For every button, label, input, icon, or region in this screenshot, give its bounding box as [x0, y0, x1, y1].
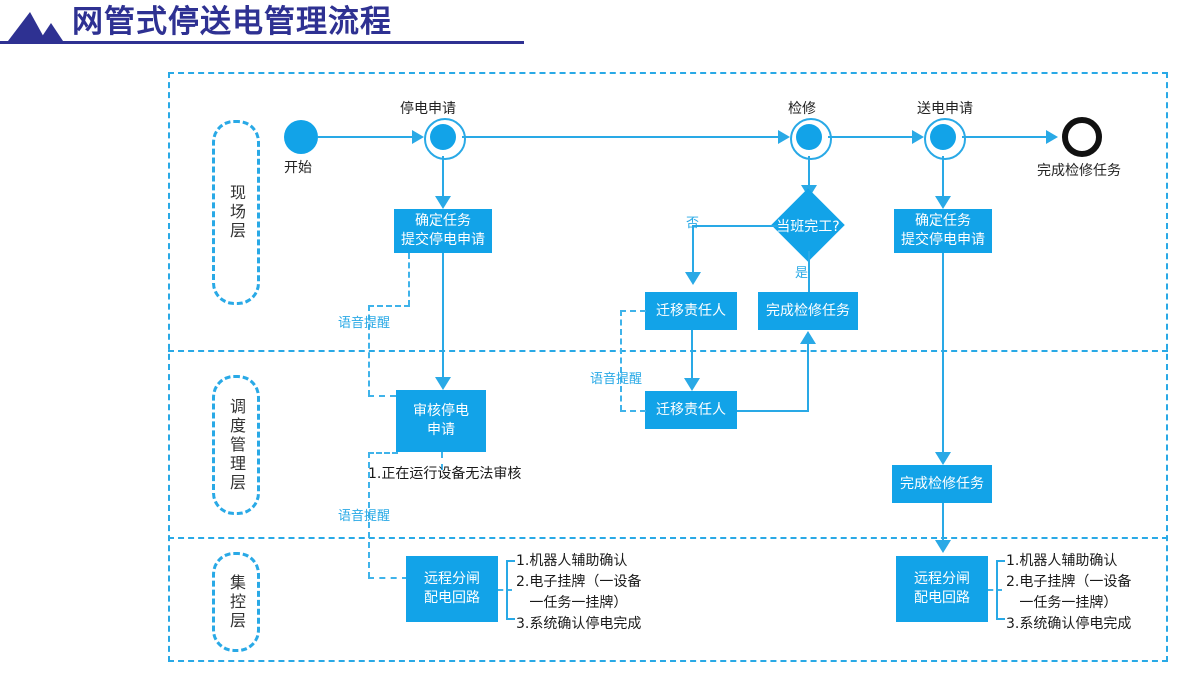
remote-open-left-note-connector [498, 589, 512, 591]
header-underline [0, 41, 524, 44]
arrow-transfer-site-to-dispatch [684, 378, 700, 391]
edge-transfer-to-complete-h [737, 410, 809, 412]
arrow-task-to-review [435, 377, 451, 390]
task-submit-right-box[interactable]: 确定任务 提交停电申请 [894, 209, 992, 253]
arrow-start-to-outage [412, 130, 424, 144]
voice-reminder-1-stub [408, 253, 410, 306]
arrow-right-task-to-complete [935, 452, 951, 465]
voice-reminder-2-enter [368, 577, 408, 579]
remote-open-right-box[interactable]: 远程分闸 配电回路 [896, 556, 988, 622]
arrow-power-down [935, 196, 951, 209]
page-title: 网管式停送电管理流程 [72, 4, 392, 40]
voice-reminder-2-vertical [368, 452, 370, 578]
edge-power-to-end [962, 136, 1050, 138]
lane-label-site: 现场层 [212, 120, 260, 305]
decision-yes-label: 是 [795, 266, 809, 281]
remote-open-left-box[interactable]: 远程分闸 配电回路 [406, 556, 498, 622]
decision-shift-label: 当班完工? [776, 219, 840, 235]
complete-task-site-box[interactable]: 完成检修任务 [758, 292, 858, 330]
arrow-decision-no [685, 272, 701, 285]
complete-task-dispatch-label: 完成检修任务 [900, 475, 984, 492]
voice-reminder-3-label: 语音提醒 [590, 372, 643, 387]
power-request-label: 送电申请 [917, 101, 973, 117]
arrow-maintenance-to-power [912, 130, 924, 144]
power-request-ring [924, 118, 966, 160]
maintenance-node[interactable] [796, 124, 822, 150]
transfer-owner-site-label: 迁移责任人 [656, 302, 726, 319]
edge-transfer-to-complete-v [807, 343, 809, 411]
remote-open-right-bracket [996, 560, 1005, 620]
control-notes-right: 1.机器人辅助确认 2.电子挂牌（一设备 一任务一挂牌） 3.系统确认停电完成 [1006, 553, 1132, 632]
review-note-text: 1.正在运行设备无法审核 [368, 466, 522, 482]
arrow-outage-down [435, 196, 451, 209]
page-header: 网管式停送电管理流程 [0, 0, 1187, 50]
voice-reminder-1-enter [368, 395, 396, 397]
remote-open-left-bracket [506, 560, 515, 620]
start-event-label: 开始 [284, 160, 312, 176]
pool-border [168, 72, 1168, 662]
voice-reminder-3-top [620, 310, 646, 312]
edge-maintenance-to-power [828, 136, 916, 138]
transfer-owner-site-box[interactable]: 迁移责任人 [645, 292, 737, 330]
edge-right-task-to-complete [942, 253, 944, 461]
edge-decision-no-down [692, 225, 694, 280]
task-submit-right-label: 确定任务 提交停电申请 [901, 213, 985, 248]
edge-complete-to-remote-right [942, 503, 944, 545]
arrow-complete-to-remote-right [935, 540, 951, 553]
arrow-outage-to-maintenance [778, 130, 790, 144]
voice-reminder-1-label: 语音提醒 [338, 316, 391, 331]
arrow-power-to-end [1046, 130, 1058, 144]
edge-decision-no [692, 225, 784, 227]
lane-label-dispatch: 调度管理层 [212, 375, 260, 515]
voice-reminder-2-top [368, 452, 398, 454]
voice-reminder-2-label: 语音提醒 [338, 509, 391, 524]
end-event-node[interactable] [1062, 117, 1102, 157]
voice-reminder-3-bottom [620, 410, 646, 412]
remote-open-left-label: 远程分闸 配电回路 [424, 571, 480, 606]
edge-outage-to-maintenance [462, 136, 782, 138]
lane-divider-2 [168, 537, 1168, 539]
review-outage-box[interactable]: 审核停电 申请 [396, 390, 486, 452]
edge-transfer-site-to-dispatch [691, 330, 693, 386]
start-event-node[interactable] [284, 120, 318, 154]
edge-maintenance-down [808, 156, 810, 188]
edge-power-down [942, 156, 944, 200]
voice-reminder-3-vertical [620, 310, 622, 411]
complete-task-site-label: 完成检修任务 [766, 302, 850, 319]
outage-request-node[interactable] [430, 124, 456, 150]
lane-label-control: 集控层 [212, 552, 260, 652]
transfer-owner-dispatch-label: 迁移责任人 [656, 401, 726, 418]
power-request-node[interactable] [930, 124, 956, 150]
task-submit-left-box[interactable]: 确定任务 提交停电申请 [394, 209, 492, 253]
edge-outage-down [442, 156, 444, 200]
mountain-icon [6, 10, 68, 42]
complete-task-dispatch-box[interactable]: 完成检修任务 [892, 465, 992, 503]
task-submit-left-label: 确定任务 提交停电申请 [401, 213, 485, 248]
arrow-transfer-to-complete [800, 331, 816, 344]
maintenance-ring [790, 118, 832, 160]
voice-reminder-1-horizontal [368, 305, 410, 307]
maintenance-label: 检修 [788, 101, 816, 117]
edge-decision-yes [808, 251, 810, 305]
decision-no-label: 否 [686, 216, 700, 231]
remote-open-right-label: 远程分闸 配电回路 [914, 571, 970, 606]
outage-request-label: 停电申请 [400, 101, 456, 117]
control-notes-left: 1.机器人辅助确认 2.电子挂牌（一设备 一任务一挂牌） 3.系统确认停电完成 [516, 553, 642, 632]
transfer-owner-dispatch-box[interactable]: 迁移责任人 [645, 391, 737, 429]
edge-task-to-review [442, 253, 444, 386]
voice-reminder-1-vertical [368, 305, 370, 396]
review-outage-label: 审核停电 申请 [413, 403, 469, 438]
lane-divider-1 [168, 350, 1168, 352]
end-event-label: 完成检修任务 [1037, 163, 1121, 179]
review-note-connector [441, 452, 443, 470]
remote-open-right-note-connector [988, 589, 1002, 591]
edge-start-to-outage [318, 136, 418, 138]
outage-request-ring [424, 118, 466, 160]
